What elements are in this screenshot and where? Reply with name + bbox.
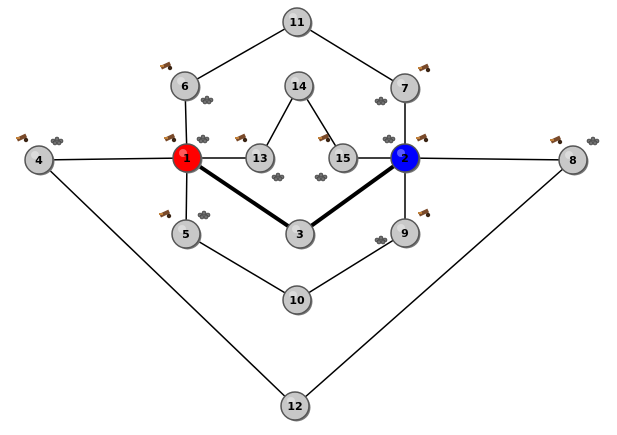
edge-2-3 [298,156,407,236]
node-highlight [397,224,405,232]
unit-icons-layer [16,61,600,245]
node-11[interactable]: 11 [282,7,313,38]
node-disc [390,218,420,248]
edge-2-8 [404,157,574,161]
cannon-icon-node-15[interactable] [318,133,331,143]
troops-icon-node-8[interactable] [586,136,600,146]
troops-icon-node-5[interactable] [197,210,211,220]
node-highlight [179,149,187,157]
node-disc [390,143,420,173]
node-highlight [289,13,297,21]
node-10[interactable]: 10 [282,285,313,316]
cannon-icon-node-9[interactable] [418,208,431,218]
node-highlight [335,149,343,157]
node-disc [390,73,420,103]
node-highlight [178,225,186,233]
node-label: 8 [569,154,577,167]
cannon-icon-node-7[interactable] [418,63,431,73]
node-highlight [287,397,295,405]
cannon-icon-node-2[interactable] [416,133,429,143]
troops-icon-node-15[interactable] [314,172,328,182]
node-4[interactable]: 4 [24,145,55,176]
troops-icon-node-6[interactable] [200,95,214,105]
edge-5-10 [185,233,298,301]
node-label: 15 [335,152,350,165]
node-label: 12 [287,400,302,413]
node-disc [171,219,201,249]
cannon-icon-node-5[interactable] [159,209,172,219]
node-disc [24,145,54,175]
cannon-icon-node-1[interactable] [164,133,177,143]
edge-4-12 [38,159,296,407]
edge-9-10 [296,232,406,301]
node-label: 14 [291,80,307,93]
node-label: 9 [401,227,409,240]
troops-icon-node-7[interactable] [374,96,388,106]
cannon-icon-node-8[interactable] [550,135,563,145]
edge-1-3 [185,156,302,236]
node-highlight [289,291,297,299]
troops-icon-node-2[interactable] [382,134,396,144]
node-label: 11 [289,16,304,29]
edge-7-11 [296,21,406,89]
node-label: 3 [296,228,304,241]
node-label: 2 [401,152,409,165]
node-disc [172,143,202,173]
node-6[interactable]: 6 [170,71,201,102]
cannon-icon-node-6[interactable] [160,61,173,71]
node-disc [280,391,310,421]
node-disc [558,145,588,175]
node-label: 13 [252,152,267,165]
node-disc [284,71,314,101]
node-highlight [31,151,39,159]
node-highlight [565,151,573,159]
node-3[interactable]: 3 [285,219,316,250]
troops-icon-node-1[interactable] [196,134,210,144]
node-highlight [177,77,185,85]
node-14[interactable]: 14 [284,71,315,102]
node-highlight [397,149,405,157]
edge-8-12 [294,159,574,407]
troops-icon-node-13[interactable] [271,172,285,182]
troops-icon-node-9[interactable] [374,235,388,245]
node-highlight [291,77,299,85]
edge-1-4 [38,157,188,161]
node-label: 4 [35,154,43,167]
node-disc [170,71,200,101]
node-disc [245,143,275,173]
node-highlight [292,225,300,233]
node-13[interactable]: 13 [245,143,276,174]
node-disc [328,143,358,173]
node-label: 1 [183,152,191,165]
troops-icon-node-4[interactable] [50,136,64,146]
cannon-icon-node-13[interactable] [235,133,248,143]
node-9[interactable]: 9 [390,218,421,249]
node-disc [285,219,315,249]
node-7[interactable]: 7 [390,73,421,104]
node-label: 7 [401,82,409,95]
node-15[interactable]: 15 [328,143,359,174]
node-label: 6 [181,80,189,93]
node-1[interactable]: 1 [172,143,203,174]
edge-6-11 [184,21,298,87]
node-2[interactable]: 2 [390,143,421,174]
node-highlight [252,149,260,157]
node-label: 10 [289,294,305,307]
node-8[interactable]: 8 [558,145,589,176]
node-12[interactable]: 12 [280,391,311,422]
node-disc [282,7,312,37]
node-highlight [397,79,405,87]
cannon-icon-node-4[interactable] [16,133,29,143]
node-5[interactable]: 5 [171,219,202,250]
node-disc [282,285,312,315]
node-label: 5 [182,228,190,241]
